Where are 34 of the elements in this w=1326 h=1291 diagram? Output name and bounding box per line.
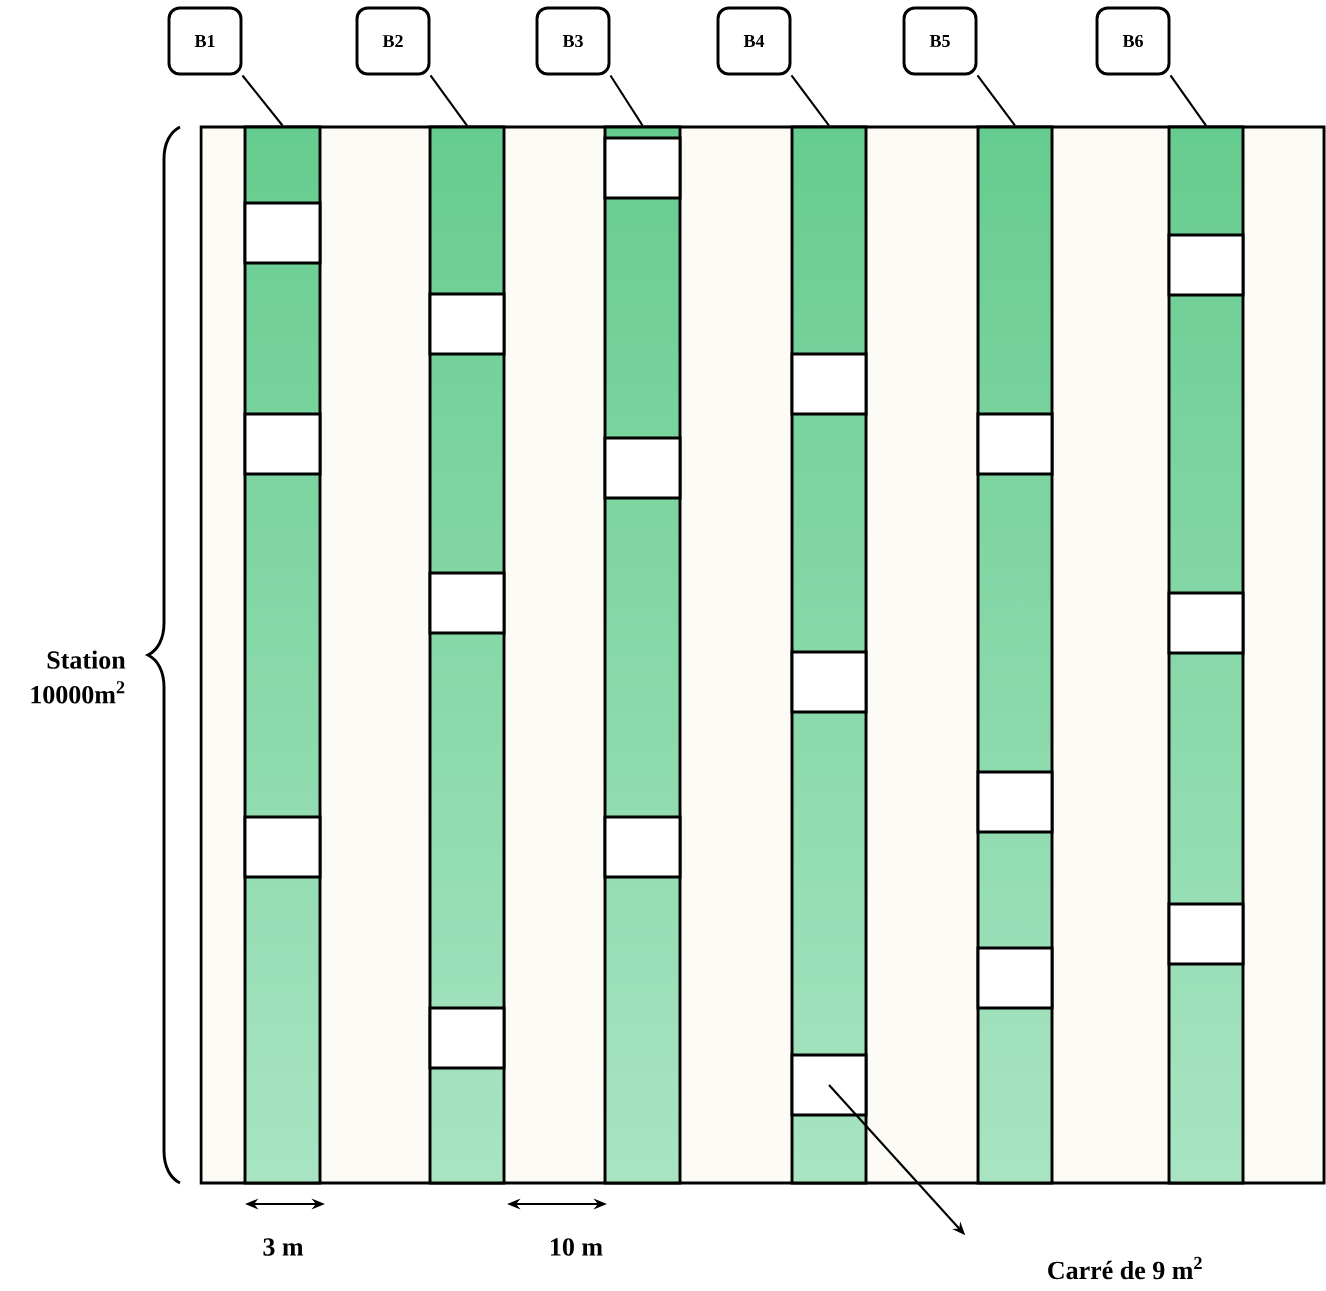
leader-line [790, 74, 830, 127]
leader-line [1169, 74, 1207, 127]
block-label: B6 [1095, 6, 1171, 76]
sample-square [1167, 591, 1245, 655]
block-label: B3 [535, 6, 611, 76]
sample-square [790, 1053, 868, 1117]
area-label: Station 10000m$^{2}$ [31, 650, 126, 704]
dimension-label: 10 m [551, 1238, 603, 1256]
sample-square [428, 292, 506, 356]
block-label: B4 [716, 6, 792, 76]
sample-square [428, 1006, 506, 1070]
dimension-label: 3 m [263, 1238, 304, 1256]
leader-line [976, 74, 1016, 127]
sample-square [243, 815, 322, 879]
sample-square [976, 946, 1054, 1010]
sample-square [243, 412, 322, 476]
sample-square [243, 201, 322, 265]
sample-square [976, 770, 1054, 834]
block-label: B1 [167, 6, 243, 76]
sample-square [976, 412, 1054, 476]
sample-square [603, 436, 682, 500]
leader-line [429, 74, 468, 127]
sample-square [603, 136, 682, 200]
annotation-text: Carré de 9 m$^{2}$ [1048, 1256, 1202, 1280]
block-label: B5 [902, 6, 978, 76]
leader-line [241, 74, 284, 127]
sample-square [790, 650, 868, 714]
sample-square [1167, 902, 1245, 966]
leader-line [609, 74, 644, 127]
block-label: B2 [355, 6, 431, 76]
sample-square [790, 352, 868, 416]
sample-square [1167, 233, 1245, 297]
sample-square [428, 571, 506, 635]
sample-square [603, 815, 682, 879]
